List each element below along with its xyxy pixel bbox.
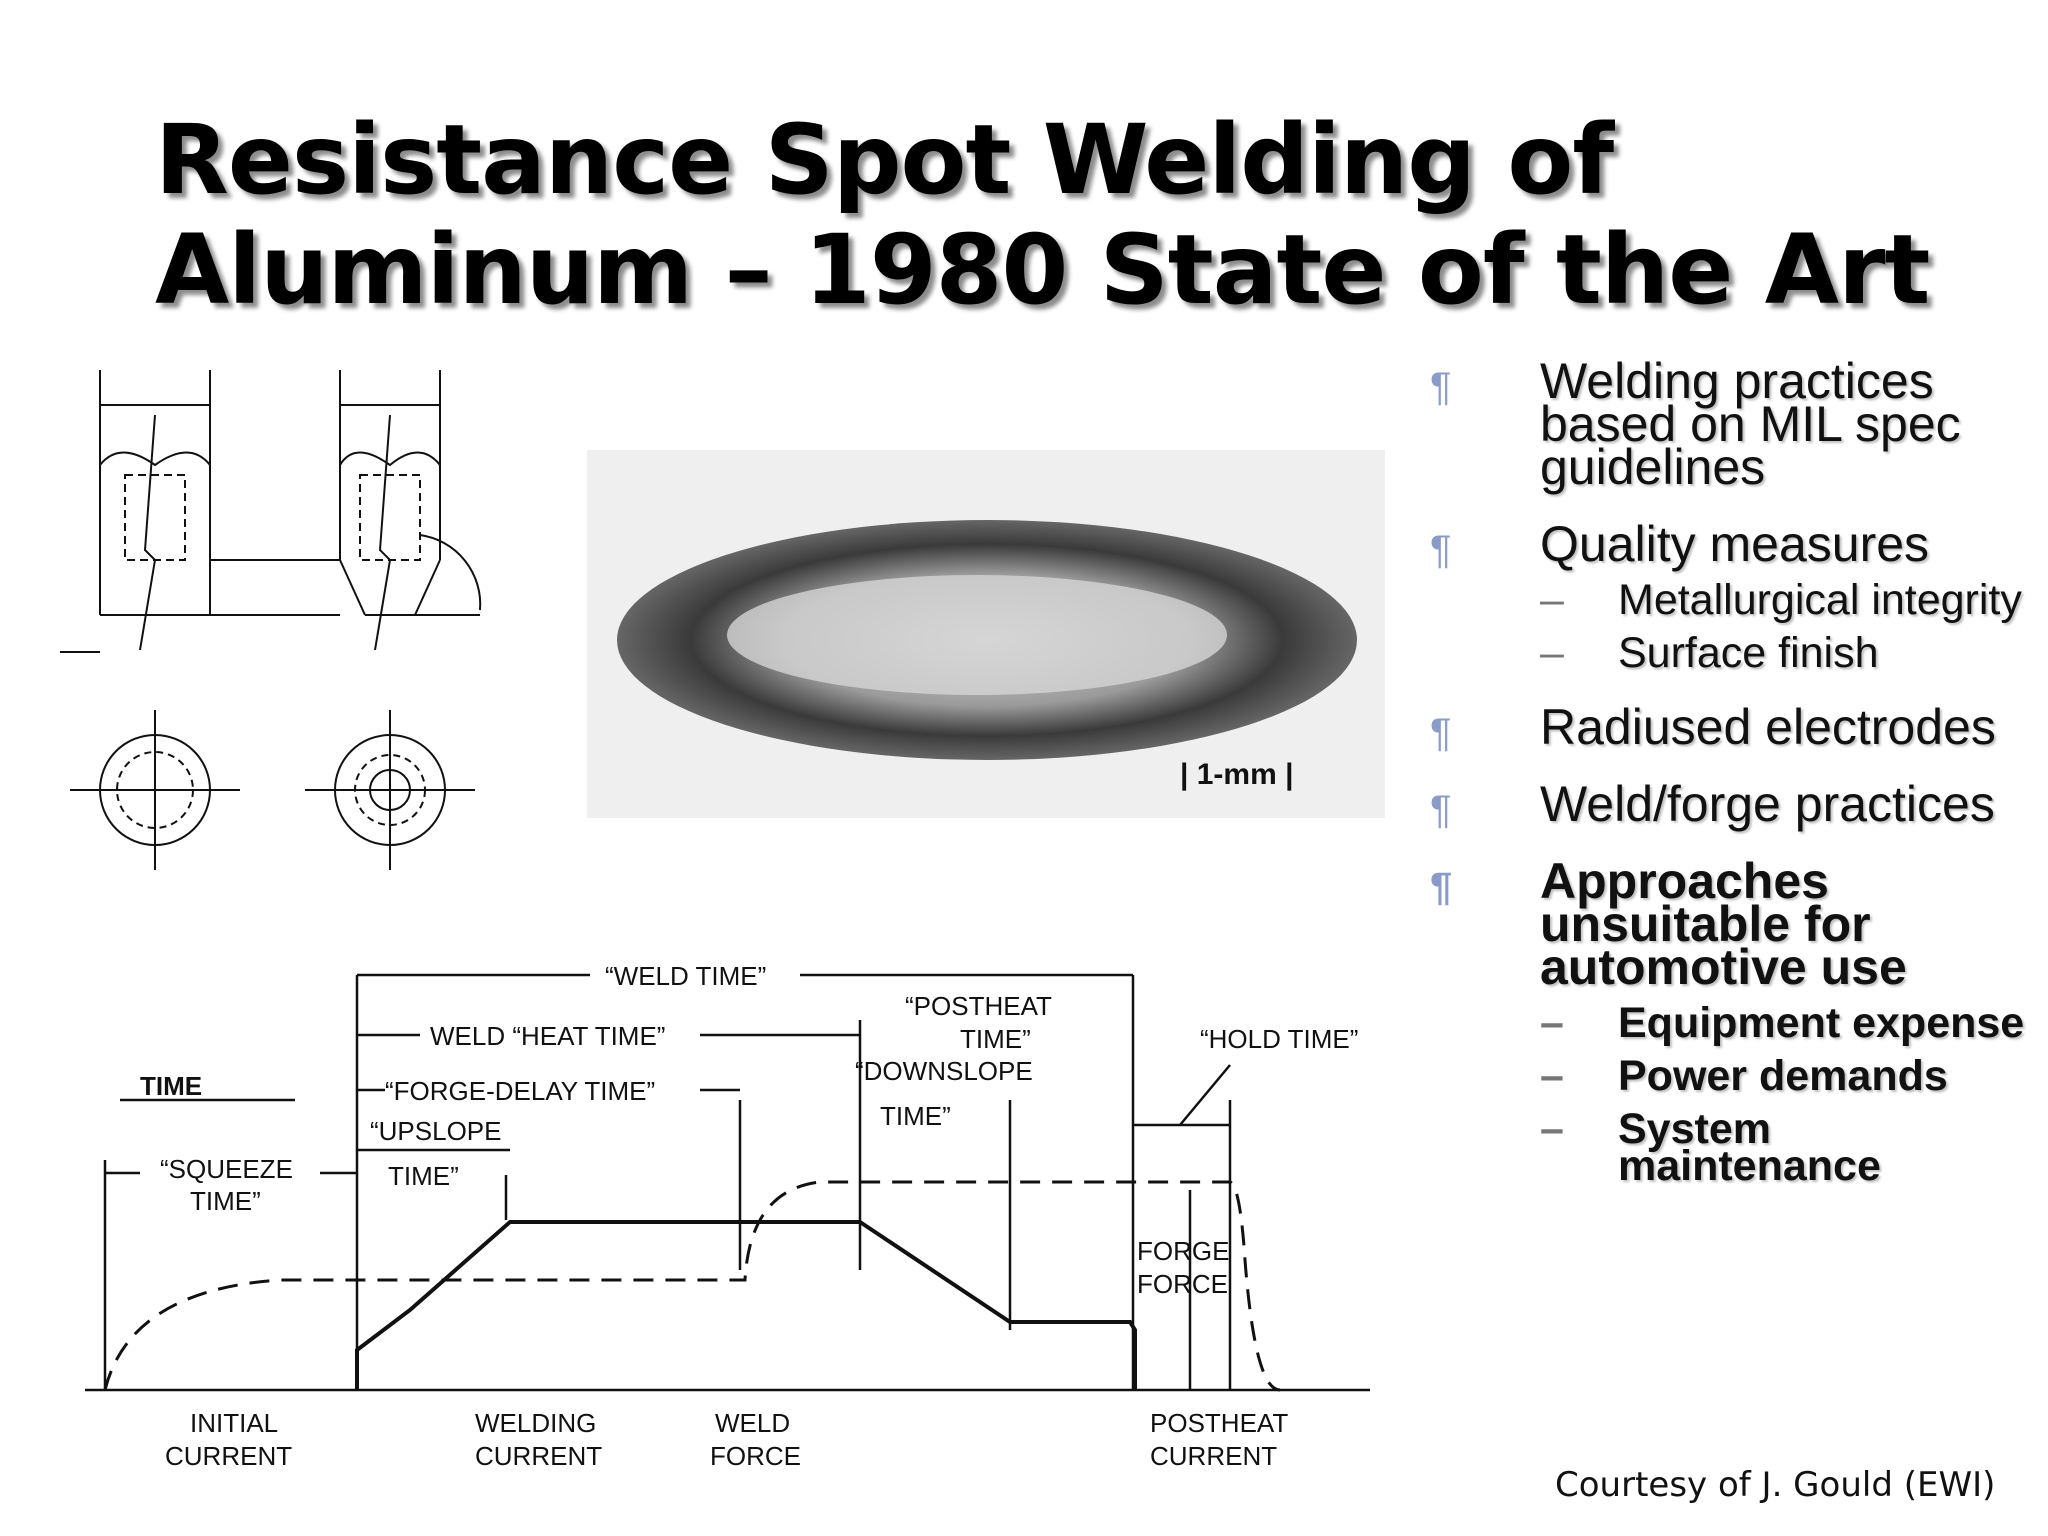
sub-bullet-text: System maintenance	[1618, 1105, 1881, 1190]
label-postheat-current-1: POSTHEAT	[1150, 1408, 1288, 1438]
bullet-text: Welding practices based on MIL spec guid…	[1540, 353, 1961, 495]
label-postheat-time-1: “POSTHEAT	[905, 991, 1052, 1021]
label-weld-heat-time: WELD “HEAT TIME”	[430, 1021, 665, 1051]
title-line-1: Resistance Spot Welding of	[155, 104, 1614, 216]
sub-bullet-item: – Equipment expense	[1430, 999, 2030, 1047]
bullet-item: ¶ Radiused electrodes	[1430, 702, 2030, 755]
dash-marker-icon: –	[1540, 1105, 1564, 1153]
bullet-item: ¶ Quality measures	[1430, 519, 2030, 572]
sub-bullet-item: – Surface finish	[1430, 629, 2030, 677]
label-forge-force-1: FORGE	[1137, 1236, 1229, 1266]
scale-bar-label: | 1-mm |	[1180, 758, 1294, 791]
label-welding-current-2: CURRENT	[475, 1441, 602, 1471]
bullet-text: Weld/forge practices	[1540, 776, 1995, 832]
dash-marker-icon: –	[1540, 629, 1564, 677]
label-downslope-1: “DOWNSLOPE	[855, 1056, 1033, 1086]
sub-bullet-text: Surface finish	[1618, 629, 1879, 677]
label-weld-force-2: FORCE	[710, 1441, 801, 1471]
sub-bullet-item: – System maintenance	[1430, 1105, 2030, 1188]
sub-bullet-item: – Metallurgical integrity	[1430, 576, 2030, 624]
label-forge-force-2: FORCE	[1137, 1269, 1228, 1299]
title-line-2: Aluminum – 1980 State of the Art	[155, 214, 1930, 326]
dash-marker-icon: –	[1540, 1052, 1564, 1100]
bullet-item: ¶ Approaches unsuitable for automotive us…	[1430, 856, 2030, 992]
sub-bullet-text: Metallurgical integrity	[1618, 576, 2022, 624]
label-initial-current-2: CURRENT	[165, 1441, 292, 1471]
dash-marker-icon: –	[1540, 999, 1564, 1047]
bullet-list: ¶ Welding practices based on MIL spec gui…	[1430, 356, 2030, 1219]
label-squeeze-1: “SQUEEZE	[160, 1154, 293, 1184]
label-postheat-time-2: TIME”	[960, 1024, 1031, 1054]
sub-bullet-text: Equipment expense	[1618, 999, 2025, 1047]
bullet-marker-icon: ¶	[1430, 528, 1452, 572]
bullet-item: ¶ Weld/forge practices	[1430, 779, 2030, 832]
bullet-item: ¶ Welding practices based on MIL spec gui…	[1430, 356, 2030, 492]
bullet-text: Radiused electrodes	[1540, 699, 1996, 755]
label-squeeze-2: TIME”	[190, 1186, 261, 1216]
bullet-marker-icon: ¶	[1430, 865, 1453, 909]
weld-nugget-micrograph	[587, 450, 1385, 818]
bullet-text: Approaches unsuitable for automotive use	[1540, 853, 1907, 995]
label-upslope-1: “UPSLOPE	[370, 1116, 502, 1146]
bullet-marker-icon: ¶	[1430, 365, 1452, 409]
label-welding-current-1: WELDING	[475, 1408, 596, 1438]
courtesy-credit: Courtesy of J. Gould (EWI)	[1555, 1465, 1996, 1505]
sub-bullet-item: – Power demands	[1430, 1052, 2030, 1100]
label-time: TIME	[140, 1071, 202, 1101]
bullet-marker-icon: ¶	[1430, 788, 1452, 832]
label-postheat-current-2: CURRENT	[1150, 1441, 1277, 1471]
sub-bullet-text: Power demands	[1618, 1052, 1948, 1100]
weld-schedule-diagram: “WELD TIME” WELD “HEAT TIME” “POSTHEAT T…	[85, 961, 1370, 1471]
label-weld-force-1: WELD	[715, 1408, 790, 1438]
label-initial-current-1: INITIAL	[190, 1408, 278, 1438]
bullet-text: Quality measures	[1540, 516, 1930, 572]
label-hold-time: “HOLD TIME”	[1200, 1024, 1358, 1054]
slide-title: Resistance Spot Welding of Aluminum – 19…	[155, 105, 1955, 325]
label-forge-delay-time: “FORGE-DELAY TIME”	[385, 1076, 655, 1106]
label-weld-time: “WELD TIME”	[605, 961, 766, 991]
dash-marker-icon: –	[1540, 576, 1564, 624]
electrode-drawing	[60, 370, 482, 870]
label-upslope-2: TIME”	[388, 1161, 459, 1191]
label-downslope-2: TIME”	[880, 1101, 951, 1131]
bullet-marker-icon: ¶	[1430, 711, 1452, 755]
